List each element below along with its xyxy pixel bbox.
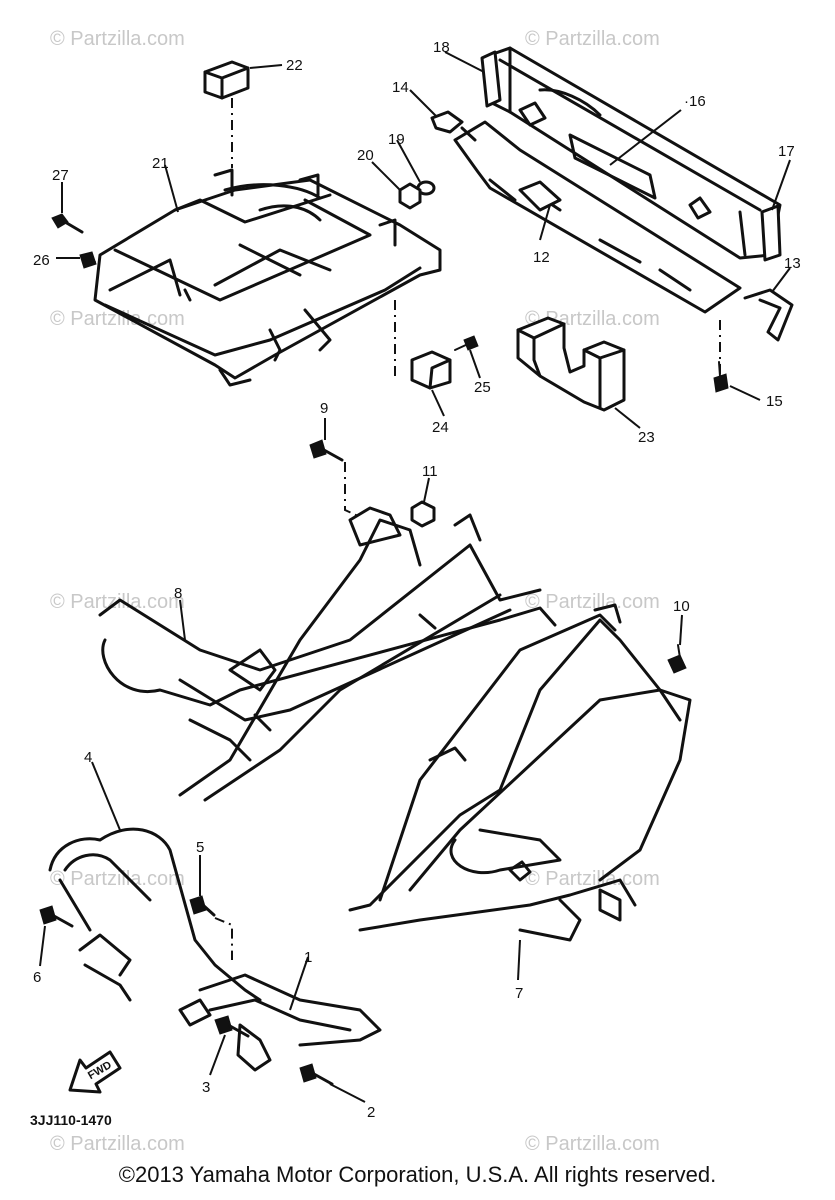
callout-24: 24 bbox=[432, 419, 449, 436]
diagram-code: 3JJ110-1470 bbox=[30, 1112, 112, 1128]
part-5-bolt bbox=[189, 895, 216, 917]
copyright-notice: ©2013 Yamaha Motor Corporation, U.S.A. A… bbox=[118, 1162, 717, 1187]
callout-11: 11 bbox=[422, 463, 438, 480]
callout-25: 25 bbox=[474, 379, 491, 396]
callout-9: 9 bbox=[320, 400, 328, 417]
part-10-bolt bbox=[667, 644, 687, 674]
watermarks: © Partzilla.com © Partzilla.com © Partzi… bbox=[50, 28, 660, 1155]
callout-26: 26 bbox=[33, 252, 50, 269]
part-7-frame bbox=[348, 603, 692, 942]
callout-7: 7 bbox=[515, 985, 523, 1002]
callout-12: 12 bbox=[533, 249, 550, 266]
part-1-guard bbox=[178, 973, 382, 1072]
watermark-2: © Partzilla.com bbox=[525, 28, 660, 50]
callouts: 1 2 3 4 5 6 7 8 9 10 11 12 13 14 15 ·16 … bbox=[33, 39, 801, 1121]
part-23-cushion bbox=[516, 316, 626, 412]
part-27-bolt bbox=[51, 213, 84, 234]
callout-19: 19 bbox=[388, 131, 405, 148]
part-26-bolt bbox=[79, 251, 97, 269]
callout-18: 18 bbox=[433, 39, 450, 56]
callout-1: 1 bbox=[304, 949, 312, 966]
part-21-upper-frame bbox=[93, 168, 442, 387]
callout-17: 17 bbox=[778, 143, 795, 160]
part-2-bolt bbox=[299, 1063, 334, 1086]
callout-23: 23 bbox=[638, 429, 655, 446]
part-6-bolt bbox=[39, 905, 74, 928]
callout-3: 3 bbox=[202, 1079, 210, 1096]
watermark-6: © Partzilla.com bbox=[525, 591, 660, 613]
part-11-nut bbox=[410, 500, 436, 528]
part-3-bolt bbox=[214, 1015, 250, 1038]
leader-lines bbox=[39, 51, 791, 1103]
callout-10: 10 bbox=[673, 598, 690, 615]
callout-8: 8 bbox=[174, 585, 182, 602]
part-22-cushion bbox=[203, 60, 250, 100]
part-25-screw bbox=[454, 335, 479, 351]
part-24-bracket bbox=[410, 350, 452, 390]
part-18-seal bbox=[480, 50, 502, 108]
callout-13: 13 bbox=[784, 255, 801, 272]
callout-22: 22 bbox=[286, 57, 303, 74]
part-8-frame bbox=[98, 506, 542, 802]
part-4-guard bbox=[48, 827, 262, 1002]
watermark-1: © Partzilla.com bbox=[50, 28, 185, 50]
part-12-bracket bbox=[453, 120, 742, 314]
callout-16: ·16 bbox=[684, 93, 706, 110]
watermark-8: © Partzilla.com bbox=[525, 868, 660, 890]
part-9-bolt bbox=[309, 439, 344, 462]
callout-14: 14 bbox=[392, 79, 409, 96]
part-13-clip bbox=[743, 288, 794, 342]
callout-4: 4 bbox=[84, 749, 92, 766]
callout-27: 27 bbox=[52, 167, 69, 184]
callout-20: 20 bbox=[357, 147, 374, 164]
part-16-tray bbox=[488, 46, 782, 260]
callout-21: 21 bbox=[152, 155, 169, 172]
watermark-10: © Partzilla.com bbox=[525, 1133, 660, 1155]
callout-6: 6 bbox=[33, 969, 41, 986]
part-20-nut bbox=[398, 182, 422, 210]
fwd-arrow-icon: FWD bbox=[68, 1050, 122, 1094]
callout-15: 15 bbox=[766, 393, 783, 410]
watermark-7: © Partzilla.com bbox=[50, 868, 185, 890]
callout-2: 2 bbox=[367, 1104, 375, 1121]
watermark-9: © Partzilla.com bbox=[50, 1133, 185, 1155]
part-14-clip bbox=[430, 110, 477, 142]
part-17-seal bbox=[760, 204, 782, 262]
callout-5: 5 bbox=[196, 839, 204, 856]
